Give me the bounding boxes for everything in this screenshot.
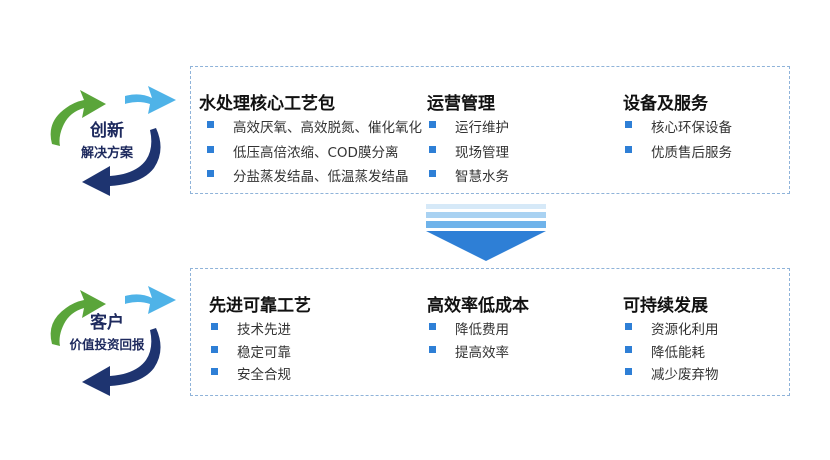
customer-cycle-icon: 客户 价值投资回报 [30, 278, 180, 396]
bullet-icon [211, 323, 218, 330]
bullet-icon [429, 323, 436, 330]
solutions-panel: 水处理核心工艺包 高效厌氧、高效脱氮、催化氧化 低压高倍浓缩、COD膜分离 分盐… [190, 66, 790, 194]
bullet-icon [625, 121, 632, 128]
innovation-cycle-icon: 创新 解决方案 [30, 78, 180, 196]
column-title: 水处理核心工艺包 [199, 94, 335, 114]
column-title: 先进可靠工艺 [209, 296, 311, 316]
cycle-label-line1: 创新 [90, 121, 124, 141]
bullet-icon [429, 146, 436, 153]
bullet-icon [429, 346, 436, 353]
cycle-label-line1: 客户 [90, 313, 124, 333]
bullet-icon [207, 121, 214, 128]
bullet-icon [211, 368, 218, 375]
bullet-icon [625, 346, 632, 353]
column-title: 设备及服务 [623, 94, 708, 114]
bullet-icon [625, 368, 632, 375]
bullet-icon [207, 146, 214, 153]
down-arrow-icon [424, 204, 548, 262]
cycle-label-line2: 价值投资回报 [69, 337, 145, 352]
bullet-icon [207, 170, 214, 177]
column-title: 高效率低成本 [427, 296, 529, 316]
bullet-icon [625, 146, 632, 153]
column-title: 运营管理 [427, 94, 495, 114]
bullet-icon [625, 323, 632, 330]
bullet-icon [429, 170, 436, 177]
customer-value-panel: 先进可靠工艺 技术先进 稳定可靠 安全合规 高效率低成本 降低费用 提高效率 可… [190, 268, 790, 396]
bullet-icon [211, 346, 218, 353]
cycle-label-line2: 解决方案 [80, 146, 133, 161]
bullet-icon [429, 121, 436, 128]
column-title: 可持续发展 [623, 296, 708, 316]
